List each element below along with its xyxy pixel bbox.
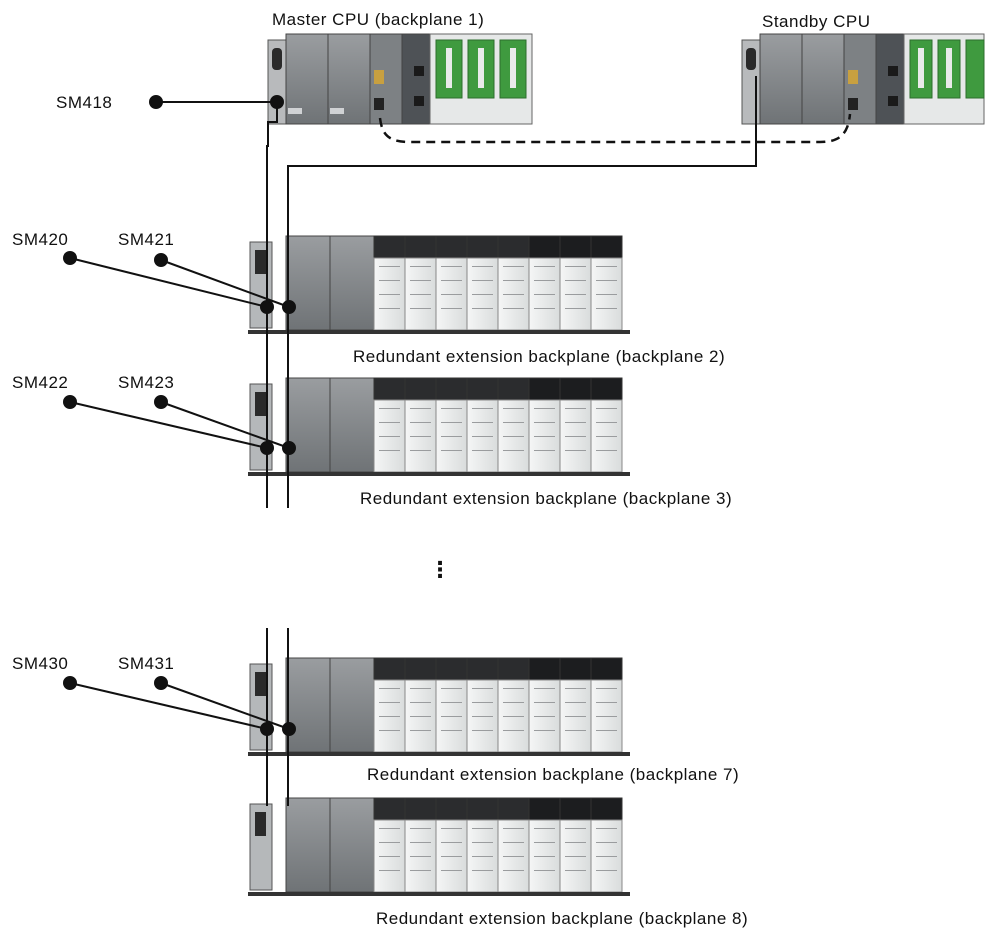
ellipsis-marker: ⋮ [429, 557, 451, 582]
master-cpu-label: Master CPU (backplane 1) [272, 10, 485, 29]
backplane-7-label: Redundant extension backplane (backplane… [367, 765, 740, 784]
cabling [266, 76, 852, 806]
backplane-8-label: Redundant extension backplane (backplane… [376, 909, 749, 928]
sm423-label: SM423 [118, 373, 175, 392]
extension-racks [248, 235, 630, 896]
standby-cpu-rack [741, 33, 985, 125]
backplane-3-label: Redundant extension backplane (backplane… [360, 489, 733, 508]
sm418-label: SM418 [56, 93, 113, 112]
master-cpu-rack [267, 33, 533, 125]
sm420-label: SM420 [12, 230, 69, 249]
sm422-label: SM422 [12, 373, 69, 392]
flag-connectors [63, 95, 296, 736]
backplane-2-rack [248, 235, 630, 334]
sm421-label: SM421 [118, 230, 175, 249]
backplane-2-label: Redundant extension backplane (backplane… [353, 347, 726, 366]
backplane-3-rack [248, 377, 630, 476]
backplane-7-rack [248, 657, 630, 756]
backplane-8-rack [248, 797, 630, 896]
sm430-label: SM430 [12, 654, 69, 673]
master-extension-line-a [266, 102, 278, 508]
sync-cable [378, 113, 852, 144]
standby-cpu-label: Standby CPU [762, 12, 871, 31]
sm431-label: SM431 [118, 654, 175, 673]
